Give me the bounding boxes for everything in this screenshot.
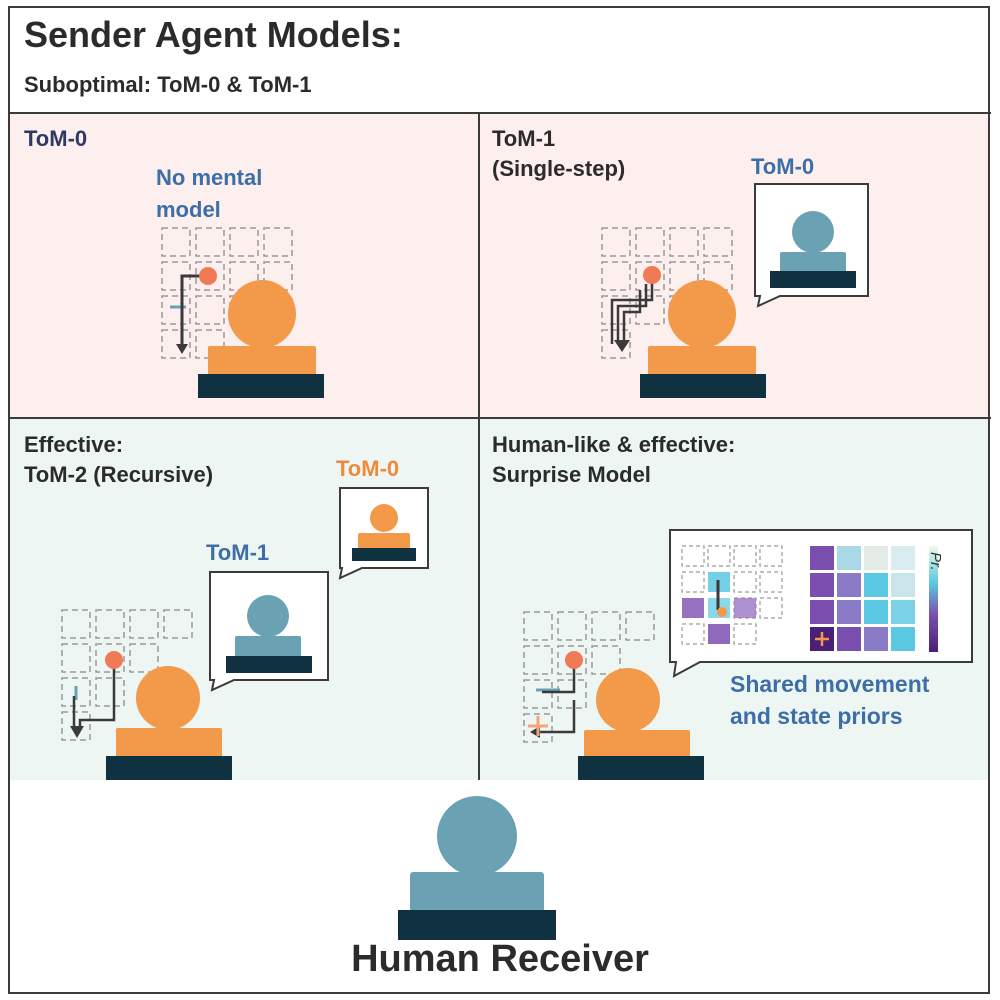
label-line: (Single-step) [492, 156, 626, 181]
bubble-label-tom0: ToM-0 [751, 154, 815, 179]
figure-subtitle: Suboptimal: ToM-0 & ToM-1 [24, 72, 312, 97]
panel-label-tom1: ToM-1 (Single-step) [492, 124, 625, 184]
label-line: Surprise Model [492, 462, 651, 487]
sender-avatar [208, 280, 316, 376]
gridworld-surprise [523, 611, 655, 743]
movement-prior-goal [717, 607, 727, 617]
receiver-desk [398, 910, 556, 940]
panel-label-tom2: Effective: ToM-2 (Recursive) [24, 430, 213, 490]
sender-desk-small [352, 548, 416, 561]
sender-avatar-small [358, 504, 410, 549]
no-mental-model-note: No mental model [156, 162, 262, 226]
label-line: ToM-1 [492, 126, 556, 151]
receiver-avatar-small [235, 595, 301, 658]
bubble-label-tom0: ToM-0 [336, 456, 400, 481]
goal-dot [105, 651, 123, 669]
shared-priors-note: Shared movement and state priors [730, 668, 929, 732]
sender-desk [106, 756, 232, 780]
panel-label-surprise: Human-like & effective: Surprise Model [492, 430, 735, 490]
receiver-desk-small [226, 656, 312, 673]
goal-dot [565, 651, 583, 669]
path-arrowhead [176, 344, 188, 354]
goal-dot [643, 266, 661, 284]
panel-label-tom0: ToM-0 [24, 126, 88, 151]
colorbar-label: Pr. [927, 552, 944, 571]
sender-avatar [116, 666, 222, 758]
label-line: Human-like & effective: [492, 432, 736, 457]
note-line: model [156, 197, 221, 222]
sender-desk [640, 374, 766, 398]
sender-avatar [648, 280, 756, 376]
receiver-avatar [410, 796, 544, 912]
note-line: and state priors [730, 703, 903, 729]
note-line: Shared movement [730, 671, 930, 697]
message-path [538, 664, 576, 734]
state-prior-goal-plus [815, 632, 829, 646]
sender-desk [198, 374, 324, 398]
bubble-label-tom1: ToM-1 [206, 540, 270, 565]
state-prior-heatmap [810, 546, 915, 651]
label-line: Effective: [24, 432, 124, 457]
sender-desk [578, 756, 704, 780]
gridworld-tom2 [61, 609, 193, 741]
message-path [610, 278, 654, 344]
label-line: ToM-2 (Recursive) [24, 462, 214, 487]
sender-avatar [584, 668, 690, 760]
message-path [72, 664, 116, 730]
movement-prior-grid [681, 545, 783, 645]
note-line: No mental [156, 165, 263, 190]
path-arrowhead [70, 726, 84, 738]
path-arrowhead [614, 340, 630, 352]
receiver-desk-small [770, 271, 856, 288]
goal-dot [199, 267, 217, 285]
goal-plus [528, 716, 548, 736]
colorbar [929, 546, 938, 652]
message-path [180, 274, 206, 348]
figure-title: Sender Agent Models: [24, 14, 403, 55]
receiver-avatar-small [780, 211, 846, 274]
receiver-label: Human Receiver [351, 938, 649, 980]
